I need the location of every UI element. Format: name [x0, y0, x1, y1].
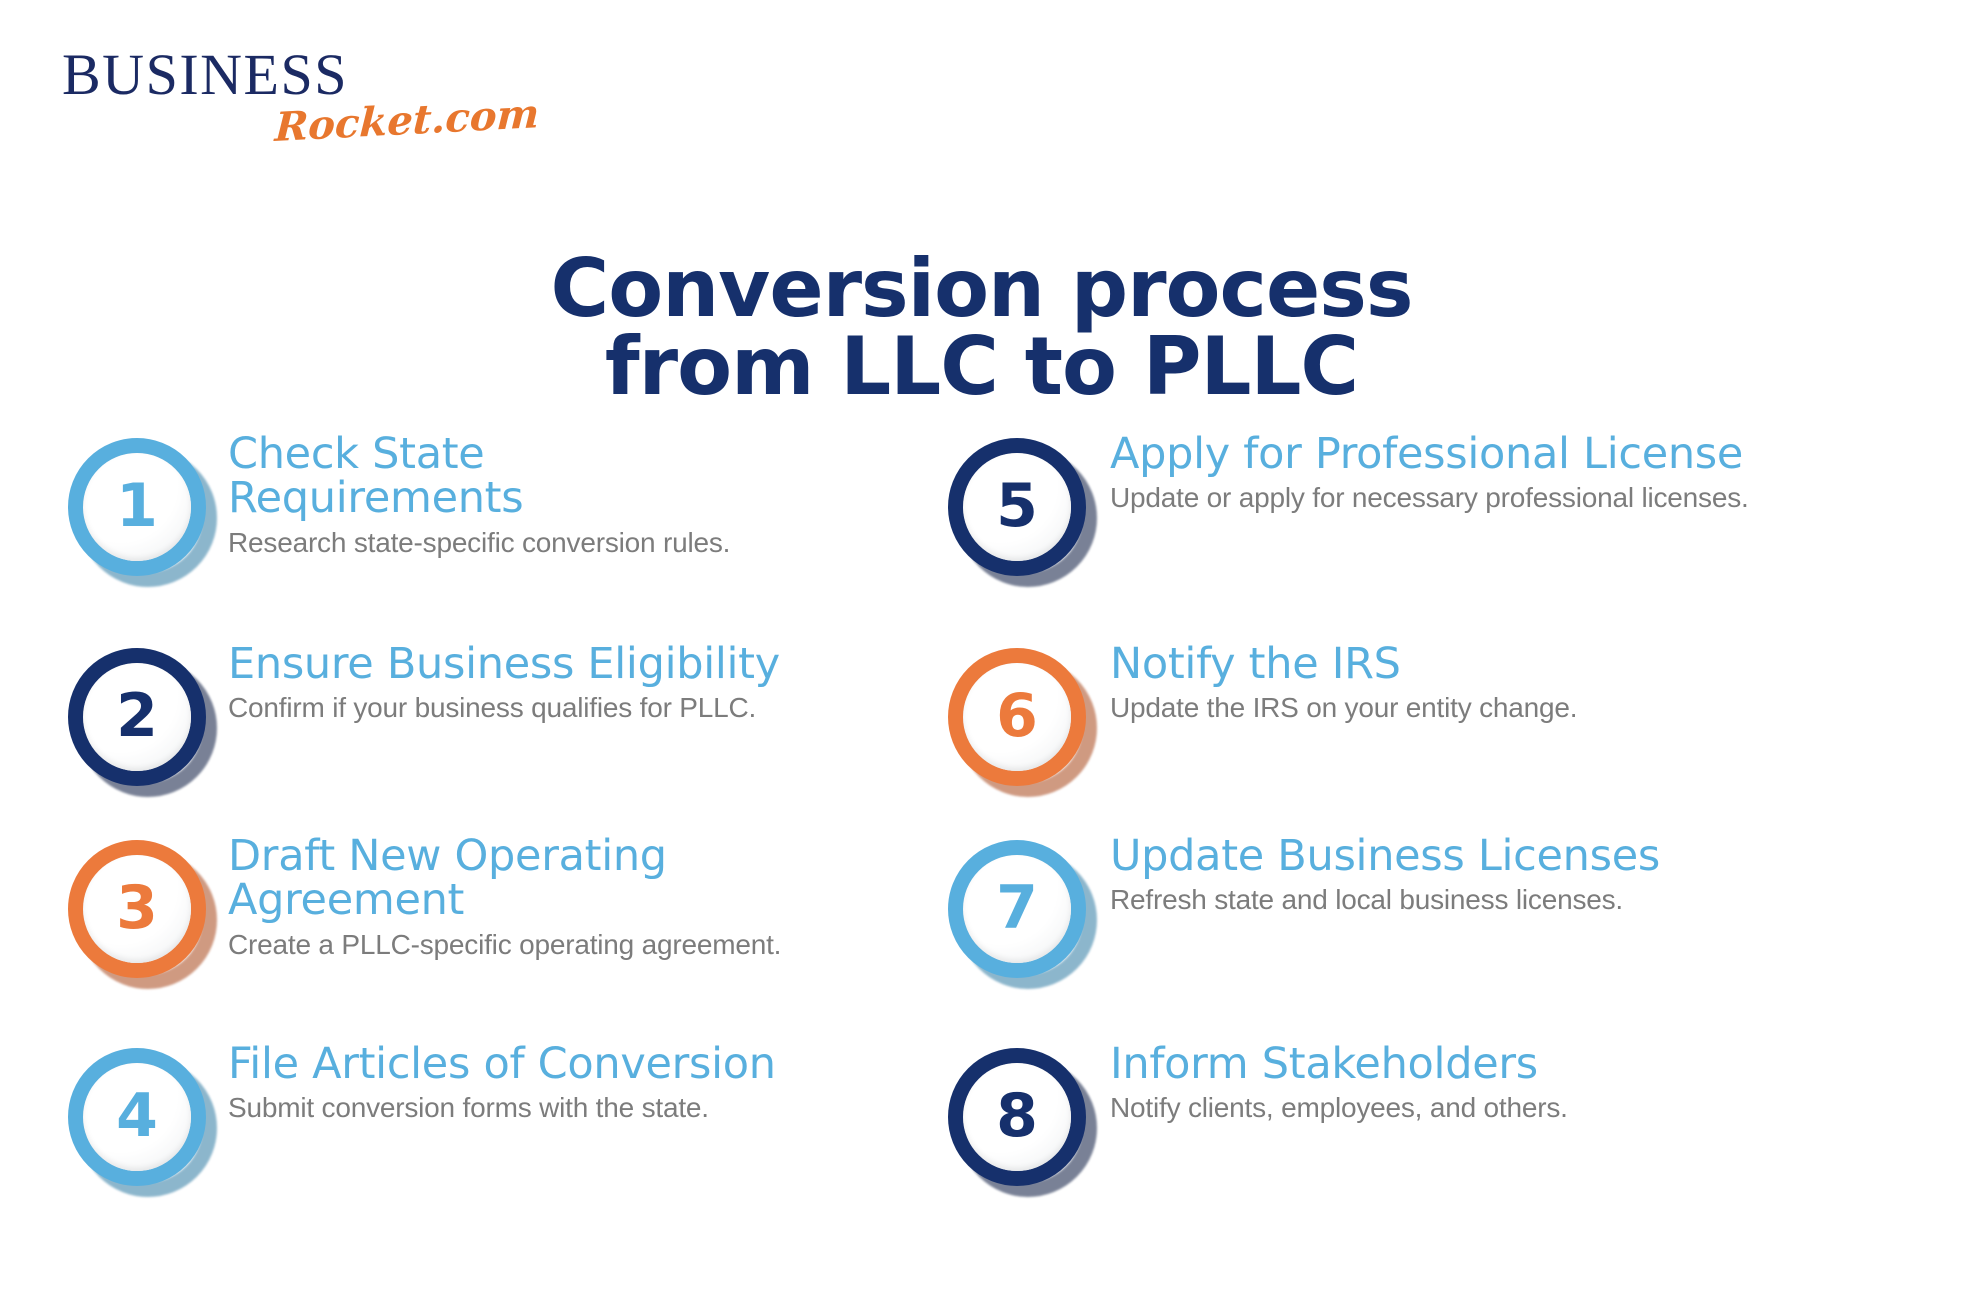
page-title-line-2: from LLC to PLLC	[604, 319, 1359, 413]
step-badge-inner-4: 4	[83, 1063, 191, 1171]
step-item-1: 1 Check State Requirements Research stat…	[68, 428, 968, 638]
step-badge-inner-2: 2	[83, 663, 191, 771]
page-title-line-1: Conversion process	[550, 241, 1414, 335]
step-text-5: Apply for Professional License Update or…	[1086, 428, 1848, 514]
step-description-3: Create a PLLC-specific operating agreeme…	[228, 928, 782, 960]
step-number-1: 1	[116, 471, 158, 541]
step-badge-3: 3	[68, 840, 217, 989]
step-description-1: Research state-specific conversion rules…	[228, 526, 731, 558]
step-title-3: Draft New Operating Agreement	[228, 831, 667, 926]
step-description-5: Update or apply for necessary profession…	[1110, 482, 1749, 514]
steps-column-left: 1 Check State Requirements Research stat…	[68, 428, 968, 1228]
step-text-7: Update Business Licenses Refresh state a…	[1086, 830, 1848, 916]
step-title-6: Notify the IRS	[1110, 639, 1401, 689]
step-badge-2: 2	[68, 648, 217, 797]
step-title-8: Inform Stakeholders	[1110, 1039, 1538, 1089]
step-number-8: 8	[996, 1081, 1038, 1151]
step-item-3: 3 Draft New Operating Agreement Create a…	[68, 830, 968, 1038]
step-item-8: 8 Inform Stakeholders Notify clients, em…	[948, 1038, 1848, 1228]
step-title-2: Ensure Business Eligibility	[228, 639, 780, 689]
step-text-4: File Articles of Conversion Submit conve…	[206, 1038, 968, 1124]
brand-logo: BUSINESS Rocket.com	[62, 46, 622, 166]
step-badge-8: 8	[948, 1048, 1097, 1197]
steps-column-right: 5 Apply for Professional License Update …	[948, 428, 1848, 1228]
step-badge-1: 1	[68, 438, 217, 587]
step-number-2: 2	[116, 681, 158, 751]
step-description-7: Refresh state and local business license…	[1110, 884, 1623, 916]
page-title: Conversion process from LLC to PLLC	[0, 241, 1963, 413]
step-number-7: 7	[996, 873, 1038, 943]
step-title-4: File Articles of Conversion	[228, 1039, 776, 1089]
step-badge-inner-8: 8	[963, 1063, 1071, 1171]
step-title-1: Check State Requirements	[228, 429, 524, 524]
step-item-2: 2 Ensure Business Eligibility Confirm if…	[68, 638, 968, 830]
step-text-6: Notify the IRS Update the IRS on your en…	[1086, 638, 1848, 724]
step-title-5: Apply for Professional License	[1110, 429, 1744, 479]
step-number-5: 5	[996, 471, 1038, 541]
step-text-2: Ensure Business Eligibility Confirm if y…	[206, 638, 968, 724]
step-item-4: 4 File Articles of Conversion Submit con…	[68, 1038, 968, 1228]
step-badge-4: 4	[68, 1048, 217, 1197]
step-item-5: 5 Apply for Professional License Update …	[948, 428, 1848, 638]
step-number-3: 3	[116, 873, 158, 943]
step-badge-inner-7: 7	[963, 855, 1071, 963]
step-text-1: Check State Requirements Research state-…	[206, 428, 968, 559]
step-badge-7: 7	[948, 840, 1097, 989]
step-badge-inner-5: 5	[963, 453, 1071, 561]
step-badge-inner-1: 1	[83, 453, 191, 561]
step-badge-6: 6	[948, 648, 1097, 797]
step-badge-inner-6: 6	[963, 663, 1071, 771]
step-description-4: Submit conversion forms with the state.	[228, 1092, 709, 1124]
step-description-8: Notify clients, employees, and others.	[1110, 1092, 1568, 1124]
step-number-4: 4	[116, 1081, 158, 1151]
step-item-6: 6 Notify the IRS Update the IRS on your …	[948, 638, 1848, 830]
step-badge-5: 5	[948, 438, 1097, 587]
step-number-6: 6	[996, 681, 1038, 751]
step-text-8: Inform Stakeholders Notify clients, empl…	[1086, 1038, 1848, 1124]
step-item-7: 7 Update Business Licenses Refresh state…	[948, 830, 1848, 1038]
step-badge-inner-3: 3	[83, 855, 191, 963]
step-description-6: Update the IRS on your entity change.	[1110, 692, 1578, 724]
step-description-2: Confirm if your business qualifies for P…	[228, 692, 757, 724]
steps-grid: 1 Check State Requirements Research stat…	[0, 428, 1963, 1228]
logo-primary-text: BUSINESS	[62, 42, 348, 107]
step-text-3: Draft New Operating Agreement Create a P…	[206, 830, 968, 961]
step-title-7: Update Business Licenses	[1110, 831, 1660, 881]
